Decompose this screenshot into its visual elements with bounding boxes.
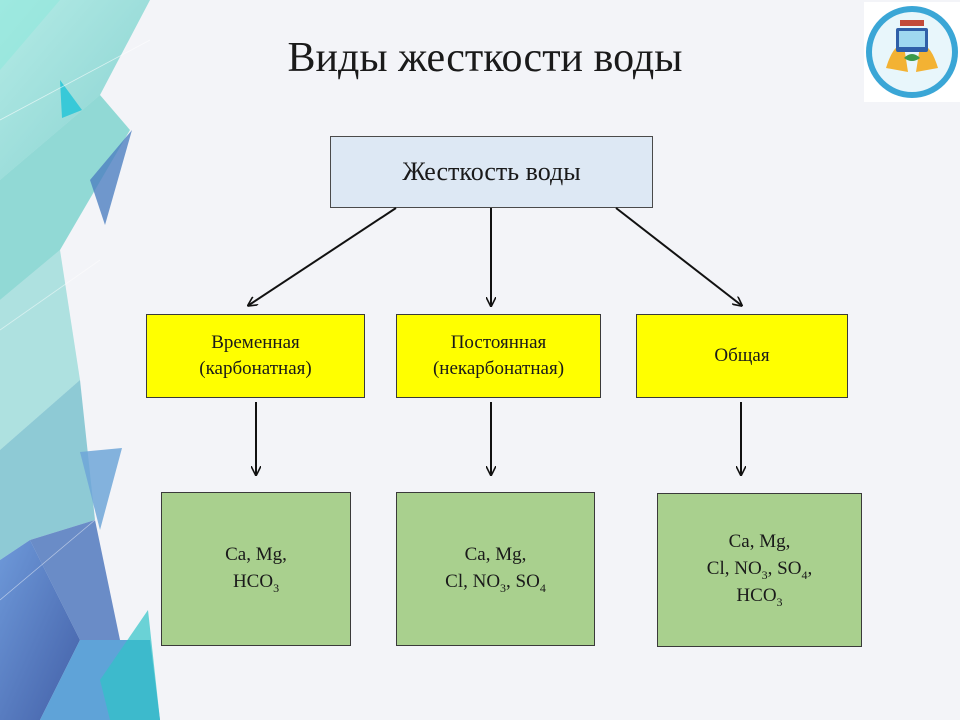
category-permanent: Постоянная (некарбонатная): [396, 314, 601, 398]
ion-text: Cl, NO: [706, 557, 762, 579]
ion-text: , SO: [767, 557, 802, 579]
logo: [864, 2, 960, 102]
category-sublabel: (карбонатная): [199, 358, 312, 379]
ion-subscript: 4: [801, 567, 808, 582]
ion-line: Ca, Mg,: [445, 542, 546, 569]
ion-line: HCO3: [225, 569, 287, 597]
category-temporary: Временная (карбонатная): [146, 314, 365, 398]
arrow-root-to-temporary: [249, 207, 397, 305]
ion-text: , SO: [506, 570, 540, 592]
ion-line: Ca, Mg,: [707, 529, 812, 556]
category-total: Общая: [636, 314, 848, 398]
ions-total: Ca, Mg, Cl, NO3, SO4, HCO3: [657, 493, 862, 647]
slide-title: Виды жесткости воды: [287, 35, 683, 81]
root-node-water-hardness: Жесткость воды: [330, 136, 653, 208]
category-sublabel: (некарбонатная): [432, 358, 565, 379]
ion-text: ,: [807, 557, 813, 579]
ion-text: Ca, Mg,: [464, 543, 527, 565]
ion-line: Ca, Mg,: [225, 542, 287, 569]
ions-permanent: Ca, Mg, Cl, NO3, SO4: [396, 492, 595, 646]
ions-temporary: Ca, Mg, HCO3: [161, 492, 351, 646]
ion-text: Ca, Mg,: [728, 531, 791, 553]
hands-holding-monitor-emblem-icon: [866, 6, 958, 98]
ion-line: Cl, NO3, SO4,: [707, 556, 812, 584]
ion-text: Ca, Mg,: [225, 543, 287, 565]
ion-line: Cl, NO3, SO4: [445, 569, 546, 597]
ion-subscript: 3: [500, 580, 507, 595]
ion-subscript: 3: [776, 595, 783, 610]
ion-subscript: 4: [539, 580, 546, 595]
category-label: Общая: [714, 345, 770, 367]
ion-subscript: 3: [761, 567, 768, 582]
ion-subscript: 3: [273, 580, 280, 595]
category-label: Постоянная: [450, 332, 547, 354]
category-label: Временная: [211, 332, 300, 354]
ion-text: HCO: [232, 570, 274, 592]
ion-text: Cl, NO: [445, 570, 501, 592]
arrow-root-to-total: [615, 207, 741, 305]
ion-line: HCO3: [707, 583, 812, 611]
ion-text: HCO: [736, 585, 777, 607]
